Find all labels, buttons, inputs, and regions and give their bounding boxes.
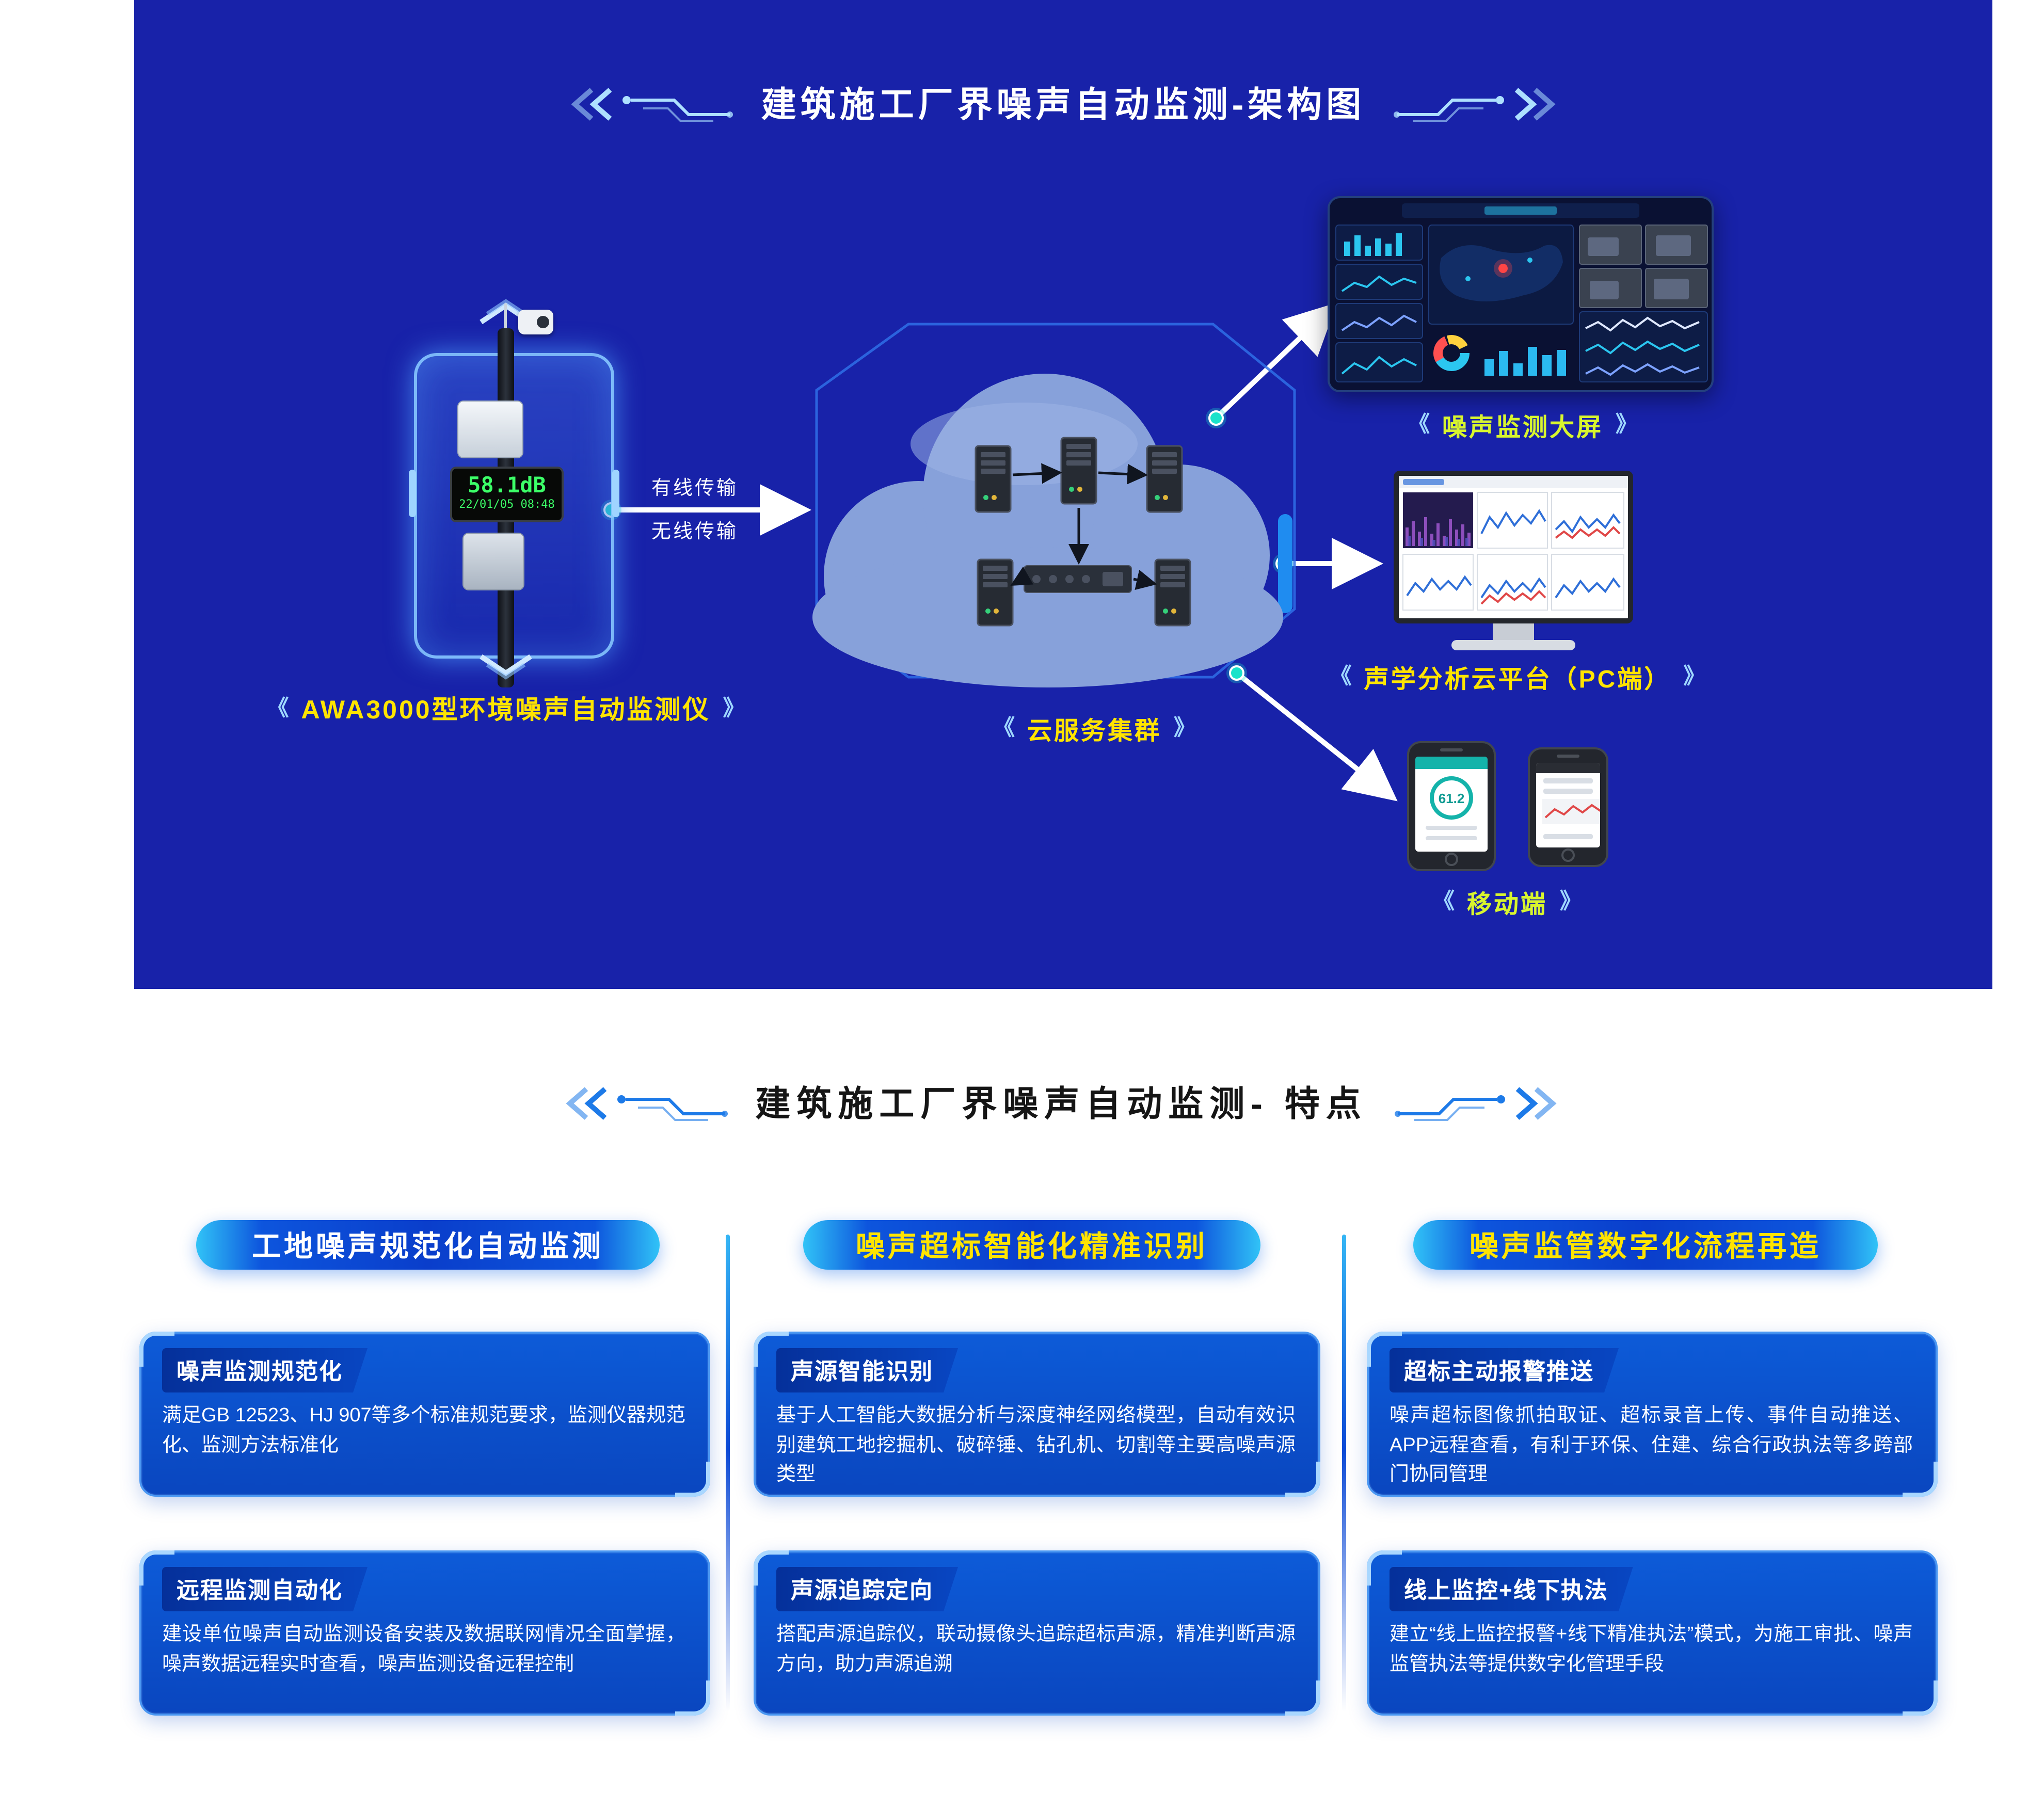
app-list-row [1543, 834, 1593, 839]
pc-platform-label-text: 声学分析云平台（PC端） [1364, 666, 1671, 694]
mobile-phone-2 [1528, 747, 1608, 867]
feature-card-title: 声源智能识别 [776, 1348, 958, 1392]
chevron-right-icon: 》 [1683, 665, 1705, 689]
cloud-label: 《 云服务集群 》 [888, 710, 1301, 746]
app-list-row [1543, 778, 1593, 783]
feature-card: 线上监控+线下执法 建立“线上监控报警+线下精准执法”模式，为施工审批、噪声监管… [1367, 1550, 1938, 1716]
app-text-lines [1415, 826, 1488, 840]
chevron-left-icon: 《 [267, 696, 289, 720]
phone-screen: 61.2 [1415, 757, 1488, 852]
column-header-1: 工地噪声规范化自动监测 [196, 1220, 660, 1270]
big-screen-label: 《 噪声监测大屏 》 [1321, 407, 1724, 443]
led-datetime: 22/01/05 08:48 [459, 498, 555, 511]
mobile-label: 《 移动端 》 [1404, 884, 1610, 920]
device-camera-icon [518, 310, 553, 334]
feature-card-body: 建立“线上监控报警+线下精准执法”模式，为施工审批、噪声监管执法等提供数字化管理… [1390, 1624, 1913, 1675]
feature-card: 超标主动报警推送 噪声超标图像抓拍取证、超标录音上传、事件自动推送、APP远程查… [1367, 1332, 1938, 1497]
wired-transmission-label: 有线传输 [651, 478, 738, 500]
chevron-down-icon [480, 654, 532, 680]
phone-speaker [1440, 748, 1463, 751]
wireless-transmission-label: 无线传输 [651, 521, 738, 543]
noise-monitor-device: 58.1dB 22/01/05 08:48 [392, 289, 630, 702]
architecture-panel: 建筑施工厂界噪声自动监测-架构图 [134, 0, 1992, 989]
phone-speaker [1557, 755, 1579, 758]
architecture-title-row: 建筑施工厂界噪声自动监测-架构图 [134, 76, 1992, 127]
feature-card-title: 远程监测自动化 [162, 1567, 368, 1611]
pc-platform-label: 《 声学分析云平台（PC端） 》 [1311, 659, 1724, 695]
app-list-row [1543, 789, 1593, 794]
phone-home-button [1561, 849, 1575, 862]
cloud-cluster-graphic [812, 323, 1296, 687]
chevron-right-icon: 》 [1616, 413, 1637, 437]
feature-card: 声源智能识别 基于人工智能大数据分析与深度神经网络模型，自动有效识别建筑工地挖掘… [754, 1332, 1320, 1497]
feature-card: 噪声监测规范化 满足GB 12523、HJ 907等多个标准规范要求，监测仪器规… [139, 1332, 710, 1497]
chevron-left-icon: 《 [1330, 665, 1352, 689]
server-icons [975, 437, 1191, 627]
device-label: 《 AWA3000型环境噪声自动监测仪 》 [258, 690, 754, 727]
circuit-decor-icon [1395, 1086, 1557, 1120]
dashboard-screen-graphic [1328, 196, 1714, 392]
feature-card-body: 搭配声源追踪仪，联动摄像头追踪超标声源，精准判断声源方向，助力声源追溯 [776, 1624, 1296, 1675]
column-divider [1342, 1235, 1346, 1711]
device-lower-box [462, 533, 524, 590]
storage-array-icon [1024, 565, 1132, 593]
monitor-stand [1493, 623, 1534, 640]
device-sensor-box [457, 401, 523, 458]
architecture-title: 建筑施工厂界噪声自动监测-架构图 [761, 86, 1366, 125]
chevron-left-icon: 《 [993, 716, 1015, 740]
circuit-decor-icon [1393, 87, 1555, 121]
app-header-bar [1536, 763, 1600, 773]
chevron-left-icon: 《 [1433, 890, 1455, 914]
features-title-row: 建筑施工厂界噪声自动监测- 特点 [39, 1076, 2044, 1126]
feature-card-body: 满足GB 12523、HJ 907等多个标准规范要求，监测仪器规范化、监测方法标… [162, 1405, 685, 1456]
device-led-display: 58.1dB 22/01/05 08:48 [450, 467, 564, 522]
phone-home-button [1445, 853, 1458, 866]
monitor-base [1451, 640, 1575, 650]
mobile-label-text: 移动端 [1467, 891, 1547, 919]
app-header-bar [1415, 757, 1488, 769]
circuit-decor-icon [571, 87, 733, 121]
chevron-right-icon: 》 [723, 696, 745, 720]
phone-screen [1536, 763, 1600, 847]
mobile-phone-1: 61.2 [1407, 741, 1496, 871]
big-screen-label-text: 噪声监测大屏 [1442, 414, 1603, 442]
chevron-right-icon: 》 [1174, 716, 1195, 740]
device-label-text: AWA3000型环境噪声自动监测仪 [301, 696, 711, 725]
chevron-left-icon: 《 [1408, 413, 1430, 437]
feature-card-title: 噪声监测规范化 [162, 1348, 368, 1392]
noise-gauge: 61.2 [1430, 776, 1473, 820]
device-antenna [504, 303, 507, 332]
pc-screen-graphic [1399, 476, 1628, 618]
feature-card: 声源追踪定向 搭配声源追踪仪，联动摄像头追踪超标声源，精准判断声源方向，助力声源… [754, 1550, 1320, 1716]
led-noise-value: 58.1dB [468, 473, 546, 498]
features-title: 建筑施工厂界噪声自动监测- 特点 [755, 1085, 1367, 1124]
column-header-2: 噪声超标智能化精准识别 [803, 1220, 1260, 1270]
column-divider [726, 1235, 730, 1711]
noise-reading: 61.2 [1438, 790, 1465, 806]
feature-card-title: 超标主动报警推送 [1390, 1348, 1619, 1392]
feature-card-body: 建设单位噪声自动监测设备安装及数据联网情况全面掌握，噪声数据远程实时查看，噪声监… [162, 1624, 685, 1675]
monitoring-big-screen [1328, 196, 1714, 392]
feature-card: 远程监测自动化 建设单位噪声自动监测设备安装及数据联网情况全面掌握，噪声数据远程… [139, 1550, 710, 1716]
chevron-right-icon: 》 [1560, 890, 1582, 914]
feature-card-title: 线上监控+线下执法 [1390, 1567, 1633, 1611]
feature-card-title: 声源追踪定向 [776, 1567, 958, 1611]
pc-monitor [1394, 471, 1633, 623]
feature-card-body: 基于人工智能大数据分析与深度神经网络模型，自动有效识别建筑工地挖掘机、破碎锤、钻… [776, 1405, 1296, 1485]
circuit-decor-icon [565, 1086, 728, 1120]
column-header-3: 噪声监管数字化流程再造 [1413, 1220, 1878, 1270]
feature-card-body: 噪声超标图像抓拍取证、超标录音上传、事件自动推送、APP远程查看，有利于环保、住… [1390, 1405, 1913, 1485]
mini-chart [1542, 799, 1600, 824]
cloud-label-text: 云服务集群 [1027, 717, 1161, 745]
